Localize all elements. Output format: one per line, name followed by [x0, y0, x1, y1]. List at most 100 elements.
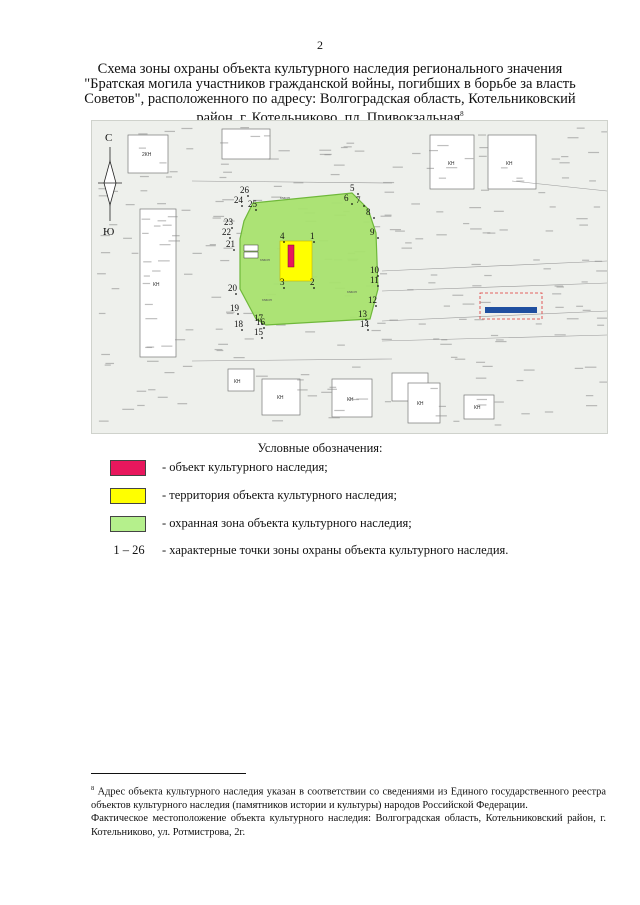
elevation-mark: [182, 365, 193, 367]
elevation-mark: [405, 242, 412, 244]
elevation-mark: [263, 135, 271, 137]
elevation-mark: [472, 285, 482, 287]
elevation-mark: [567, 137, 579, 139]
elevation-mark: [255, 375, 268, 377]
elevation-mark: [157, 396, 168, 398]
building: [261, 378, 301, 416]
map-roads: [191, 180, 607, 362]
legend-swatch-object: [110, 460, 146, 476]
elevation-mark: [490, 334, 499, 337]
map-marker-box: [243, 251, 259, 259]
point-label-16: 16: [256, 317, 266, 327]
elevation-mark: [340, 146, 348, 149]
area-label: газон: [262, 297, 272, 302]
point-marker: [357, 193, 359, 195]
building-label: КН: [506, 161, 513, 167]
elevation-mark: [584, 366, 597, 368]
elevation-mark: [240, 127, 250, 129]
point-label-24: 24: [234, 195, 244, 205]
elevation-mark: [389, 319, 399, 321]
elevation-mark: [377, 322, 386, 324]
object-territory: [279, 240, 313, 282]
elevation-mark: [516, 180, 525, 182]
elevation-mark: [381, 338, 392, 340]
compass-south-label: Ю: [103, 226, 114, 238]
elevation-mark: [138, 133, 148, 135]
elevation-mark: [484, 274, 492, 277]
elevation-mark: [436, 234, 447, 236]
elevation-mark: [123, 237, 132, 239]
elevation-mark: [435, 415, 447, 417]
elevation-mark: [144, 303, 153, 306]
elevation-mark: [429, 149, 438, 152]
building-label: 2КН: [142, 152, 152, 158]
elevation-mark: [582, 259, 590, 261]
elevation-mark: [495, 340, 507, 343]
elevation-mark: [597, 324, 605, 326]
elevation-mark: [233, 356, 245, 359]
elevation-mark: [219, 176, 227, 179]
elevation-mark: [98, 188, 109, 190]
elevation-mark: [157, 203, 167, 205]
elevation-mark: [440, 343, 452, 345]
elevation-mark: [482, 365, 493, 367]
elevation-mark: [500, 167, 508, 169]
elevation-mark: [384, 401, 392, 403]
building: [127, 134, 169, 174]
elevation-mark: [243, 312, 253, 315]
elevation-mark: [555, 306, 564, 308]
elevation-mark: [346, 142, 355, 144]
elevation-mark: [384, 214, 392, 216]
page-title: Схема зоны охраны объекта культурного на…: [80, 62, 580, 126]
elevation-mark: [330, 173, 340, 176]
elevation-mark: [380, 273, 388, 275]
point-label-19: 19: [230, 303, 240, 313]
elevation-mark: [476, 398, 487, 401]
page-number: 2: [317, 38, 323, 52]
elevation-mark: [545, 230, 554, 232]
building-label: КН: [417, 401, 424, 407]
elevation-mark: [389, 229, 401, 231]
point-label-11: 11: [370, 275, 379, 285]
point-label-2: 2: [310, 277, 315, 287]
elevation-mark: [463, 222, 470, 225]
elevation-mark: [561, 177, 570, 179]
elevation-mark: [476, 361, 486, 363]
elevation-mark: [139, 175, 149, 178]
legend-item-territory: [110, 488, 146, 504]
elevation-mark: [186, 148, 194, 150]
elevation-mark: [157, 260, 170, 262]
point-marker: [313, 287, 315, 289]
elevation-mark: [475, 377, 487, 379]
point-marker: [261, 323, 263, 325]
elevation-mark: [549, 206, 556, 208]
elevation-mark: [168, 240, 180, 242]
elevation-mark: [181, 209, 191, 211]
building-label: КН: [448, 161, 455, 167]
point-label-20: 20: [228, 283, 238, 293]
elevation-mark: [585, 395, 594, 397]
building: [221, 128, 271, 160]
elevation-mark: [152, 270, 161, 272]
elevation-mark: [236, 232, 245, 234]
elevation-mark: [185, 329, 194, 331]
elevation-mark: [319, 149, 332, 151]
elevation-mark: [395, 230, 405, 232]
elevation-mark: [177, 403, 188, 405]
legend-label-points: - характерные точки зоны охраны объекта …: [162, 543, 509, 557]
elevation-mark: [307, 395, 318, 397]
legend-item-object: [110, 460, 146, 476]
point-marker: [233, 249, 235, 251]
elevation-mark: [556, 286, 565, 288]
building-label: КН: [153, 282, 160, 288]
elevation-mark: [244, 338, 254, 340]
elevation-mark: [223, 247, 233, 249]
elevation-mark: [384, 191, 395, 193]
elevation-mark: [464, 157, 474, 160]
elevation-mark: [594, 260, 603, 262]
elevation-mark: [297, 379, 304, 381]
point-label-8: 8: [366, 207, 371, 217]
map-canvas: 2КН КН КН КН КН КН КН КН КН: [97, 127, 607, 426]
point-label-9: 9: [370, 227, 375, 237]
elevation-mark: [574, 367, 584, 369]
